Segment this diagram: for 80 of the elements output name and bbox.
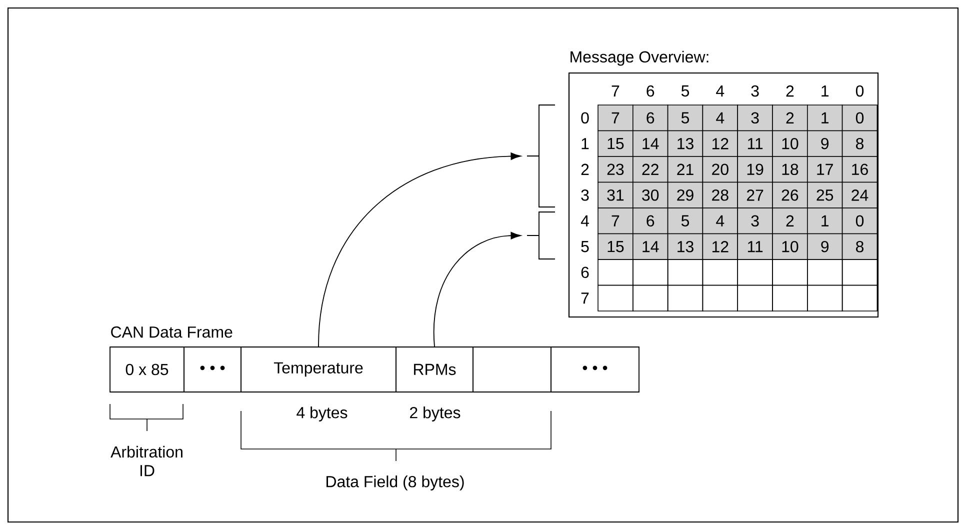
table-cell: 3 [737,104,773,132]
table-cell: 17 [807,156,843,183]
table-title: Message Overview: [570,50,708,66]
table-cell: 2 [772,208,808,234]
frame-cell: • • • [550,346,640,392]
table-cell: 8 [842,130,878,157]
row-number: 1 [582,138,589,150]
field-label: Arbitration ID [110,446,182,476]
frame-cell [472,346,552,392]
size-label: 4 bytes [296,406,348,422]
table-cell: 24 [842,182,878,208]
table-cell: 11 [737,233,773,260]
row-number: 7 [581,292,589,304]
table-cell: 14 [632,130,668,157]
row-number: 4 [580,215,589,226]
table-cell: 7 [598,104,634,132]
table-cell: 29 [667,182,704,208]
column-number: 6 [646,85,654,97]
table-cell: 6 [632,208,668,234]
table-cell: 26 [772,182,808,208]
table-cell: 22 [632,156,668,183]
table-cell: 8 [842,233,878,260]
table-cell: 31 [598,182,634,208]
table-cell: 23 [598,156,634,183]
table-cell: 12 [702,233,738,260]
frame-cell: Temperature [240,346,396,392]
table-cell: 0 [842,104,878,132]
table-cell: 1 [807,208,843,234]
row-number: 6 [581,266,589,278]
column-number: 0 [856,85,864,97]
table-cell: 11 [737,130,773,157]
column-number: 7 [612,86,620,96]
table-cell: 0 [842,208,878,234]
size-label: 2 bytes [410,406,460,422]
row-number: 3 [581,189,589,201]
table-cell: 20 [702,156,738,183]
column-number: 3 [751,85,759,97]
table-cell: 21 [667,156,704,183]
table-cell: 7 [598,208,634,234]
table-cell: 12 [702,130,738,157]
row-number: 5 [581,241,589,252]
table-cell: 18 [772,156,808,183]
table-cell: 27 [737,182,773,208]
table-cell: 9 [807,233,843,260]
column-number: 4 [716,86,724,96]
table-cell: 16 [842,156,878,183]
bracket [526,212,556,260]
field-label: Data Field (8 bytes) [326,476,464,490]
table-cell: 14 [632,233,668,260]
arrow [433,232,522,347]
table-cell: 5 [667,208,704,234]
frame-cell: RPMs [396,346,474,392]
table-cell: 10 [772,130,808,157]
table-cell: 15 [598,233,634,260]
table-cell: 25 [807,182,843,208]
arrow [318,152,522,347]
table-cell: 5 [667,104,704,132]
table-cell: 13 [667,233,704,260]
table-cell: 19 [737,156,773,183]
table-cell: 15 [598,130,634,157]
table-cell: 30 [632,182,668,208]
row-number: 0 [581,112,589,124]
table-cell: 10 [772,233,808,260]
frame-cell: 0 x 85 [110,346,184,392]
frame-cell: • • • [184,346,242,392]
column-number: 5 [681,85,690,97]
table-cell: 2 [772,104,808,132]
table-cell: 3 [737,208,773,234]
column-number: 1 [822,86,829,96]
table-cell: 6 [632,104,668,132]
row-number: 2 [581,164,589,175]
bracket [526,104,556,208]
table-cell: 13 [667,130,704,157]
table-cell: 28 [702,182,738,208]
table-cell: 4 [702,104,738,132]
table-cell: 4 [702,208,738,234]
table-cell: 1 [807,104,843,132]
frame-title: CAN Data Frame [111,326,232,338]
column-number: 2 [786,85,794,97]
table-cell: 9 [807,130,843,157]
